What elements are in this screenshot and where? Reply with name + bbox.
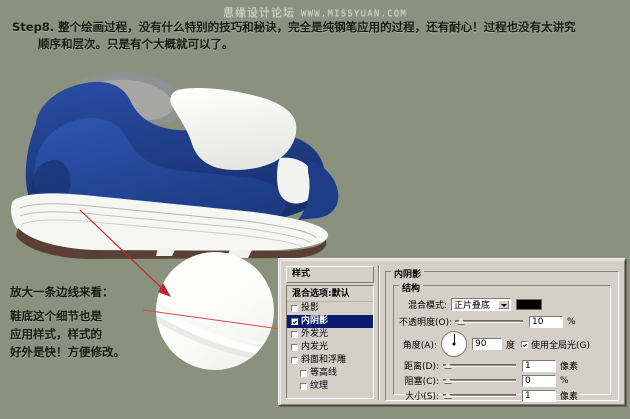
choke-input[interactable]: 0 (522, 374, 556, 387)
blend-mode-value: 正片叠底 (454, 301, 491, 311)
size-label: 大小(S): (405, 392, 439, 402)
style-item-blending-options[interactable]: 混合选项:默认 (287, 287, 373, 302)
styles-panel: 样式 混合选项:默认 投影 内阴影 外发光 (286, 266, 374, 399)
annotation-heading: 放大一条边线来看： (10, 285, 114, 299)
blend-mode-label: 混合模式: (407, 301, 447, 311)
blend-mode-row: 混合模式: 正片叠底 (399, 298, 542, 311)
choke-label: 阻塞(C): (404, 377, 439, 387)
style-item-texture[interactable]: 纹理 (287, 380, 373, 393)
opacity-slider[interactable] (455, 317, 523, 327)
checkbox-icon[interactable] (291, 331, 298, 338)
choke-slider[interactable] (443, 376, 516, 386)
choke-unit: % (560, 375, 569, 386)
checkbox-icon[interactable] (291, 344, 298, 351)
shadow-color-swatch[interactable] (516, 299, 542, 310)
opacity-row: 不透明度(O): 10 % (399, 315, 576, 328)
inner-shadow-group (385, 271, 619, 401)
choke-row: 阻塞(C): 0 % (399, 374, 569, 387)
style-item-label: 斜面和浮雕 (301, 355, 347, 365)
slider-thumb[interactable] (457, 317, 465, 324)
size-slider[interactable] (443, 391, 516, 401)
checkbox-checked-icon[interactable] (291, 318, 298, 325)
distance-input[interactable]: 1 (522, 359, 556, 372)
shoe-heel-blue (298, 160, 339, 220)
magnified-edge-circle (154, 250, 276, 372)
distance-slider[interactable] (443, 361, 516, 371)
checkbox-icon[interactable] (291, 357, 298, 364)
blend-mode-select[interactable]: 正片叠底 (451, 298, 511, 311)
use-global-light-checkbox[interactable]: 使用全局光(G) (521, 338, 590, 351)
slider-track (443, 394, 516, 397)
inner-shadow-group-title: 内阴影 (391, 267, 425, 280)
style-item-bevel-emboss[interactable]: 斜面和浮雕 (287, 354, 373, 367)
style-item-label: 内阴影 (301, 316, 329, 326)
distance-label: 距离(D): (404, 362, 439, 372)
style-item-label: 投影 (301, 303, 320, 313)
size-unit: 像素 (560, 392, 579, 402)
opacity-label: 不透明度(O): (399, 318, 453, 328)
structure-group-title: 结构 (399, 281, 424, 294)
caption-line-2: 顺序和层次。只是有个大概就可以了。 (38, 37, 234, 51)
annotation-body-line-1: 鞋底这个细节也是 (10, 309, 102, 323)
annotation-body: 鞋底这个细节也是 应用样式，样式的 好外是快！方便修改。 (10, 307, 170, 361)
opacity-unit: % (567, 316, 576, 327)
watermark-site: WWW.MISSYUAN.COM (301, 9, 407, 19)
slider-thumb[interactable] (444, 391, 452, 398)
angle-label: 角度(A): (402, 340, 437, 351)
watermark-forum: 思缘设计论坛 (223, 6, 296, 19)
distance-unit: 像素 (560, 362, 579, 372)
size-row: 大小(S): 1 像素 (399, 389, 578, 402)
checkbox-checked-icon[interactable] (521, 340, 529, 348)
left-annotation: 放大一条边线来看： 鞋底这个细节也是 应用样式，样式的 好外是快！方便修改。 (10, 283, 170, 361)
shoe-strap-white (277, 157, 317, 204)
style-item-label: 纹理 (310, 381, 329, 391)
slider-track (443, 379, 516, 382)
checkbox-icon[interactable] (300, 370, 307, 377)
inner-shadow-pane: 内阴影 结构 混合模式: 正片叠底 不透明度(O): (385, 265, 619, 402)
angle-hub-icon (452, 342, 456, 346)
styles-panel-title: 样式 (286, 266, 374, 283)
opacity-input[interactable]: 10 (529, 315, 563, 328)
style-item-label: 等高线 (310, 368, 338, 378)
dialog-inner-frame: 样式 混合选项:默认 投影 内阴影 外发光 (280, 260, 625, 405)
slider-thumb[interactable] (444, 361, 452, 368)
watermark: 思缘设计论坛 WWW.MISSYUAN.COM (0, 4, 630, 20)
shoe-tongue-white (170, 88, 297, 170)
slider-track (443, 364, 516, 367)
style-item-inner-glow[interactable]: 内发光 (287, 341, 373, 354)
annotation-body-line-3: 好外是快！方便修改。 (10, 345, 125, 359)
style-item-label: 外发光 (301, 329, 329, 339)
chevron-down-icon[interactable] (498, 300, 509, 309)
panel-divider (378, 265, 380, 400)
size-input[interactable]: 1 (522, 389, 556, 402)
angle-row: 角度(A): 90 度 使用全局光(G) (399, 331, 590, 357)
angle-input[interactable]: 90 (472, 338, 502, 350)
angle-unit: 度 (506, 340, 516, 351)
slider-track (455, 320, 523, 323)
style-item-contour[interactable]: 等高线 (287, 367, 373, 380)
styles-list[interactable]: 混合选项:默认 投影 内阴影 外发光 (286, 285, 374, 399)
use-global-light-label: 使用全局光(G) (531, 340, 591, 351)
style-item-label: 混合选项:默认 (292, 289, 350, 299)
checkbox-icon[interactable] (291, 305, 298, 312)
shoe-illustration (8, 62, 348, 262)
caption-line-1: Step8. 整个绘画过程，没有什么特别的技巧和秘诀，完全是纯钢笔应用的过程，还… (12, 20, 576, 34)
style-item-outer-glow[interactable]: 外发光 (287, 328, 373, 341)
angle-needle-icon (454, 334, 455, 345)
slider-thumb[interactable] (444, 376, 452, 383)
step-caption: Step8. 整个绘画过程，没有什么特别的技巧和秘诀，完全是纯钢笔应用的过程，还… (12, 19, 620, 53)
shoe-midsole-line-1 (19, 203, 317, 239)
distance-row: 距离(D): 1 像素 (399, 359, 578, 372)
style-item-label: 内发光 (301, 342, 329, 352)
style-item-inner-shadow[interactable]: 内阴影 (287, 315, 373, 328)
layer-style-dialog[interactable]: 样式 混合选项:默认 投影 内阴影 外发光 (278, 258, 626, 406)
checkbox-icon[interactable] (300, 383, 307, 390)
style-item-drop-shadow[interactable]: 投影 (287, 302, 373, 315)
annotation-body-line-2: 应用样式，样式的 (10, 327, 102, 341)
angle-dial[interactable] (441, 331, 467, 357)
